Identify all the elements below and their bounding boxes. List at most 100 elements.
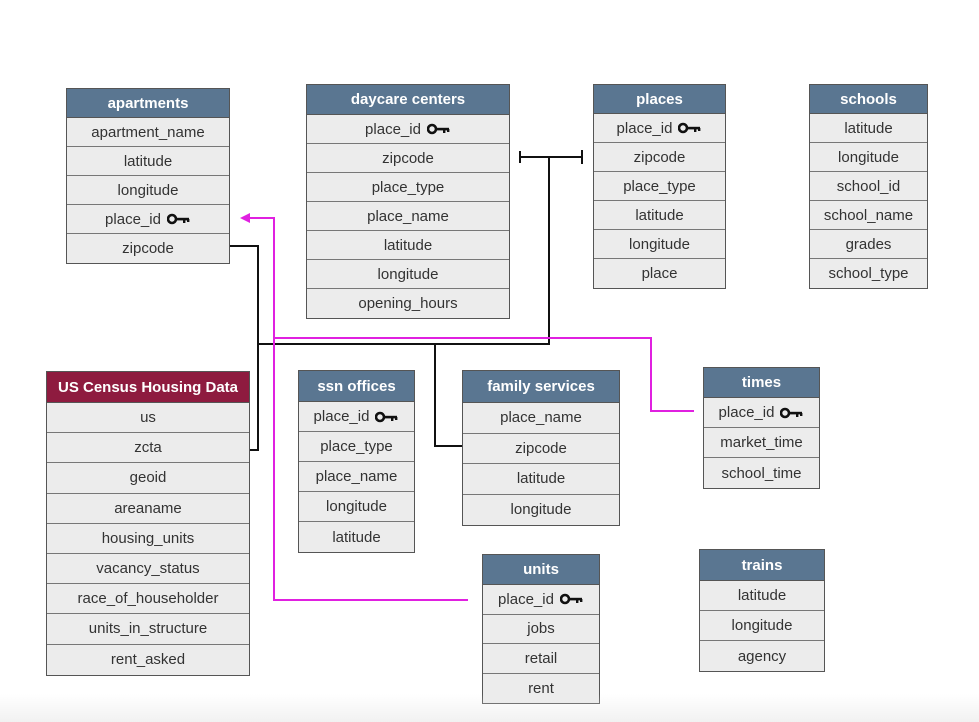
table-title: apartments bbox=[67, 89, 229, 118]
field-name: race_of_householder bbox=[77, 590, 219, 608]
table-title: ssn offices bbox=[299, 371, 414, 402]
table-field: rent_asked bbox=[47, 645, 249, 675]
table-field: longitude bbox=[307, 260, 509, 289]
field-name: place_name bbox=[315, 468, 398, 485]
table-field: latitude bbox=[67, 147, 229, 176]
table-field: place_id bbox=[483, 585, 599, 615]
field-name: opening_hours bbox=[358, 295, 458, 312]
field-name: place_id bbox=[616, 119, 673, 137]
field-name: place_id bbox=[313, 408, 370, 425]
field-name: retail bbox=[524, 649, 558, 667]
table-field: longitude bbox=[67, 176, 229, 205]
table-field: longitude bbox=[463, 495, 619, 526]
field-name: school_id bbox=[836, 177, 901, 195]
table-title: daycare centers bbox=[307, 85, 509, 115]
table-field: school_type bbox=[810, 259, 927, 288]
field-name: longitude bbox=[117, 181, 179, 199]
table-title: places bbox=[594, 85, 725, 114]
field-name: place_id bbox=[498, 590, 554, 608]
field-name: areaname bbox=[114, 499, 182, 517]
field-name: zipcode bbox=[382, 149, 434, 167]
zipcode-link-line bbox=[218, 156, 550, 345]
table-field: longitude bbox=[299, 492, 414, 522]
field-name: place_name bbox=[500, 409, 582, 427]
field-name: place bbox=[641, 265, 678, 282]
field-name: school_type bbox=[828, 265, 909, 282]
table-field: latitude bbox=[594, 201, 725, 230]
primary-key-icon bbox=[375, 411, 399, 423]
table-field: us bbox=[47, 403, 249, 434]
field-name: market_time bbox=[720, 434, 803, 451]
field-name: apartment_name bbox=[91, 123, 205, 141]
field-name: zipcode bbox=[122, 240, 174, 257]
field-name: vacancy_status bbox=[96, 560, 200, 578]
table-field: grades bbox=[810, 230, 927, 259]
field-name: zipcode bbox=[515, 439, 567, 457]
field-name: place_type bbox=[320, 438, 393, 455]
table-field: place_id bbox=[299, 402, 414, 432]
field-name: place_type bbox=[371, 178, 445, 196]
table-field: retail bbox=[483, 644, 599, 674]
table-field: place_name bbox=[299, 462, 414, 492]
field-name: school_name bbox=[823, 206, 914, 224]
primary-key-icon bbox=[678, 122, 702, 134]
place-id-link-line bbox=[243, 217, 694, 412]
field-name: grades bbox=[845, 235, 892, 253]
field-name: place_id bbox=[105, 210, 161, 228]
field-name: longitude bbox=[629, 235, 690, 253]
field-name: agency bbox=[737, 647, 787, 665]
field-name: geoid bbox=[129, 469, 167, 487]
table-field: place_id bbox=[704, 398, 819, 428]
field-name: latitude bbox=[737, 587, 787, 604]
table-field: units_in_structure bbox=[47, 614, 249, 645]
field-name: place_id bbox=[365, 120, 421, 138]
table-field: longitude bbox=[594, 230, 725, 259]
field-name: longitude bbox=[510, 501, 572, 519]
field-name: latitude bbox=[332, 528, 381, 546]
table-field: place_name bbox=[463, 403, 619, 434]
table-field: opening_hours bbox=[307, 289, 509, 318]
table-field: zipcode bbox=[463, 434, 619, 464]
field-name: latitude bbox=[635, 206, 684, 224]
field-name: latitude bbox=[383, 236, 433, 254]
field-name: place_type bbox=[623, 177, 696, 195]
table-field: rent bbox=[483, 674, 599, 704]
field-name: zipcode bbox=[633, 148, 686, 166]
table-field: place_id bbox=[307, 115, 509, 144]
table-field: housing_units bbox=[47, 524, 249, 554]
table-field: place_type bbox=[299, 432, 414, 462]
bottom-shadow bbox=[0, 694, 979, 722]
table-field: latitude bbox=[299, 522, 414, 552]
table-field: race_of_householder bbox=[47, 584, 249, 615]
table-field: school_id bbox=[810, 172, 927, 201]
field-name: us bbox=[140, 409, 156, 427]
field-name: place_name bbox=[367, 207, 449, 225]
table-field: vacancy_status bbox=[47, 554, 249, 585]
table-field: latitude bbox=[810, 114, 927, 143]
table-field: place bbox=[594, 259, 725, 288]
table-field: school_time bbox=[704, 458, 819, 488]
table-field: place_type bbox=[594, 172, 725, 201]
table-field: latitude bbox=[307, 231, 509, 260]
place-id-link-arrowhead bbox=[240, 213, 250, 223]
field-name: longitude bbox=[377, 265, 439, 283]
table-field: longitude bbox=[700, 611, 824, 641]
primary-key-icon bbox=[426, 123, 451, 135]
apartments-table: apartments apartment_name latitude longitud… bbox=[66, 88, 230, 264]
table-field: school_name bbox=[810, 201, 927, 230]
table-field: latitude bbox=[463, 464, 619, 495]
field-name: units_in_structure bbox=[88, 620, 208, 638]
field-name: rent bbox=[528, 679, 554, 697]
field-name: latitude bbox=[844, 119, 893, 137]
primary-key-icon bbox=[780, 407, 804, 419]
field-name: place_id bbox=[718, 404, 775, 421]
table-field: agency bbox=[700, 641, 824, 671]
